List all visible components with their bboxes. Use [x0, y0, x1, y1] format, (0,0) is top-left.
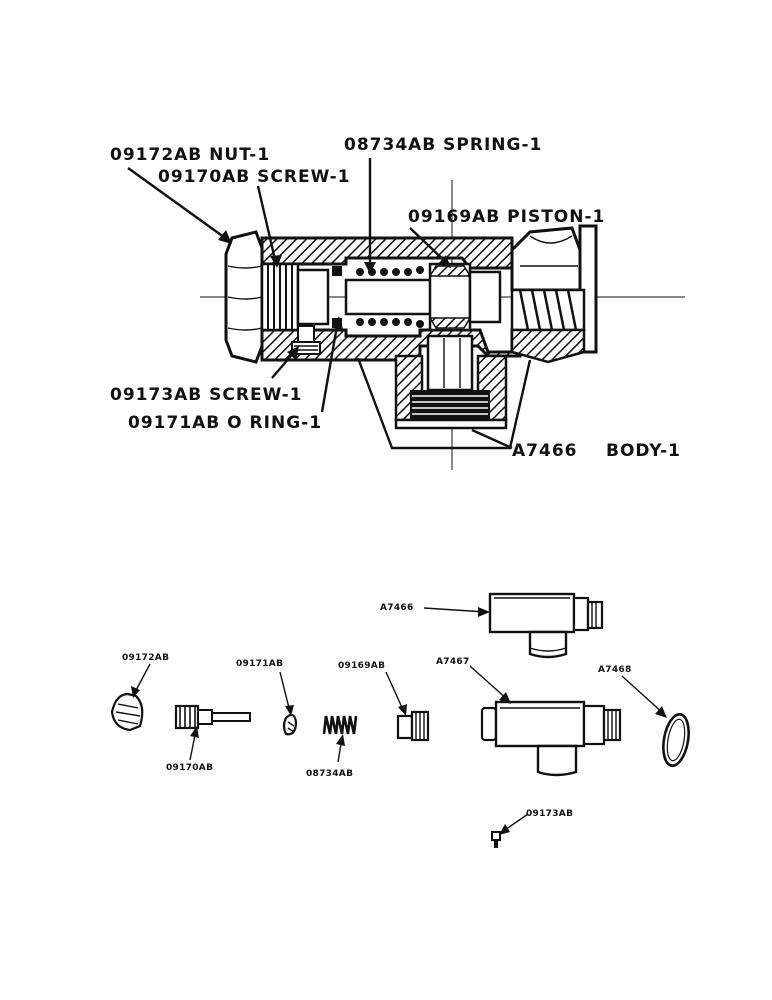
label-exp-body-b: A7467	[436, 657, 470, 667]
label-oring: 09171AB O RING-1	[128, 413, 322, 433]
screw-section	[260, 262, 330, 332]
leader-piston	[409, 227, 449, 265]
label-body-part-no: A7466	[512, 441, 577, 461]
leader-screw-main	[256, 185, 278, 265]
label-exp-body-a: A7466	[380, 603, 414, 613]
label-screw-main: 09170AB SCREW-1	[158, 167, 350, 187]
label-exp-piston: 09169AB	[338, 661, 385, 671]
right-fitting	[510, 224, 598, 364]
leader-nut	[127, 167, 229, 241]
label-exp-ring: A7468	[598, 665, 632, 675]
part-screw-main: 09170AB	[166, 704, 251, 773]
label-exp-screw-small: 09173AB	[526, 809, 573, 819]
label-exp-spring: 08734AB	[306, 769, 353, 779]
outlet-threads	[410, 390, 490, 420]
piston-section	[344, 262, 502, 332]
exploded-view: 09172AB 09170AB 09171AB 08734AB	[110, 592, 690, 848]
part-oring: 09171AB	[236, 659, 298, 736]
label-piston: 09169AB PISTON-1	[408, 207, 605, 227]
label-exp-oring: 09171AB	[236, 659, 283, 669]
leader-oring	[320, 319, 340, 413]
nut-section	[224, 230, 264, 364]
body-section	[260, 236, 522, 430]
part-piston: 09169AB	[338, 661, 430, 742]
label-body-name: BODY-1	[606, 441, 681, 461]
label-exp-nut: 09172AB	[122, 653, 169, 663]
label-spring: 08734AB SPRING-1	[344, 135, 542, 155]
label-nut: 09172AB NUT-1	[110, 145, 270, 165]
label-screw-small: 09173AB SCREW-1	[110, 385, 302, 405]
part-ring: A7468	[598, 665, 690, 767]
part-nut: 09172AB	[110, 653, 169, 732]
part-body-a: A7466	[380, 592, 604, 659]
part-screw-small: 09173AB	[491, 809, 573, 848]
sectional-view: 09172AB NUT-1 08734AB SPRING-1 09170AB S…	[110, 135, 685, 470]
oring-section	[332, 266, 342, 276]
part-spring: 08734AB	[306, 715, 358, 779]
leader-body	[356, 357, 532, 450]
leader-body-threads	[471, 428, 513, 450]
part-body-b: A7467	[436, 657, 622, 777]
spring-section	[356, 266, 424, 328]
small-screw-section	[291, 325, 321, 355]
label-exp-screw-main: 09170AB	[166, 763, 213, 773]
